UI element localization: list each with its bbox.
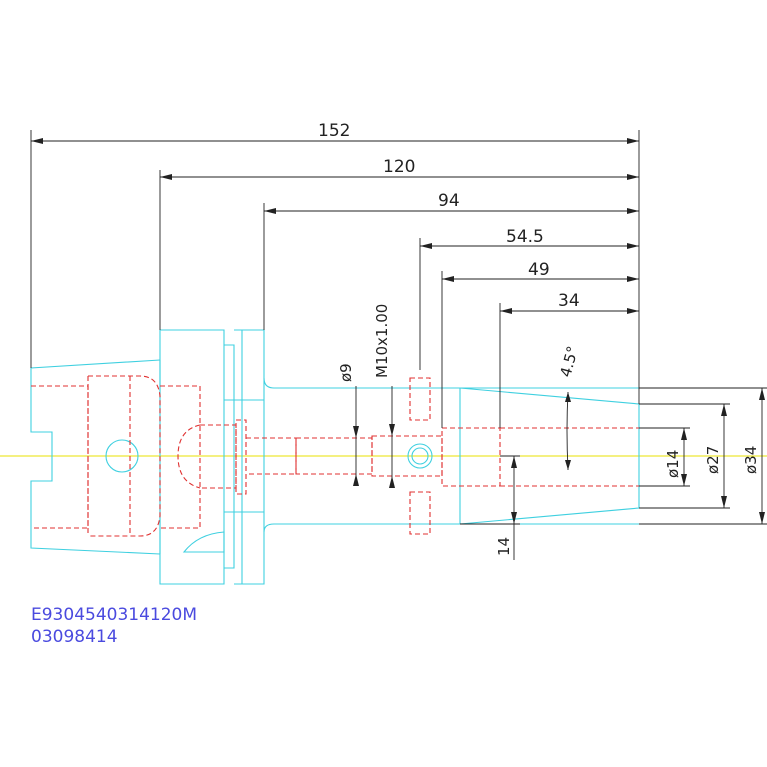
dim-54-5-label: 54.5 [506,227,544,247]
diameter-dimensions [639,387,767,525]
dim-thread-label: M10x1.00 [373,304,391,378]
dim-14-label: 14 [495,537,513,556]
dim-dia-14-label: ø14 [664,450,682,478]
hidden-features [31,375,639,537]
dim-34-label: 34 [558,291,580,311]
dim-94-label: 94 [438,191,460,211]
dim-120-label: 120 [383,157,415,177]
part-number-line-1: E9304540314120M [31,605,198,625]
dim-dia-34-label: ø34 [742,446,760,474]
dim-dia-27-label: ø27 [704,446,722,474]
part-number-block: E9304540314120M 03098414 [31,604,197,648]
dim-152-label: 152 [318,121,350,141]
dim-49-label: 49 [528,260,550,280]
part-number-line-2: 03098414 [31,627,118,647]
dim-angle-label: 4.5° [556,344,582,379]
horizontal-dimensions [30,130,640,428]
bottom-length-dimension [460,455,520,560]
dim-dia-9-label: ø9 [337,363,355,382]
taper-angle-dimension [565,391,571,471]
bore-dimensions [353,386,395,488]
tool-holder-outline [30,329,640,585]
